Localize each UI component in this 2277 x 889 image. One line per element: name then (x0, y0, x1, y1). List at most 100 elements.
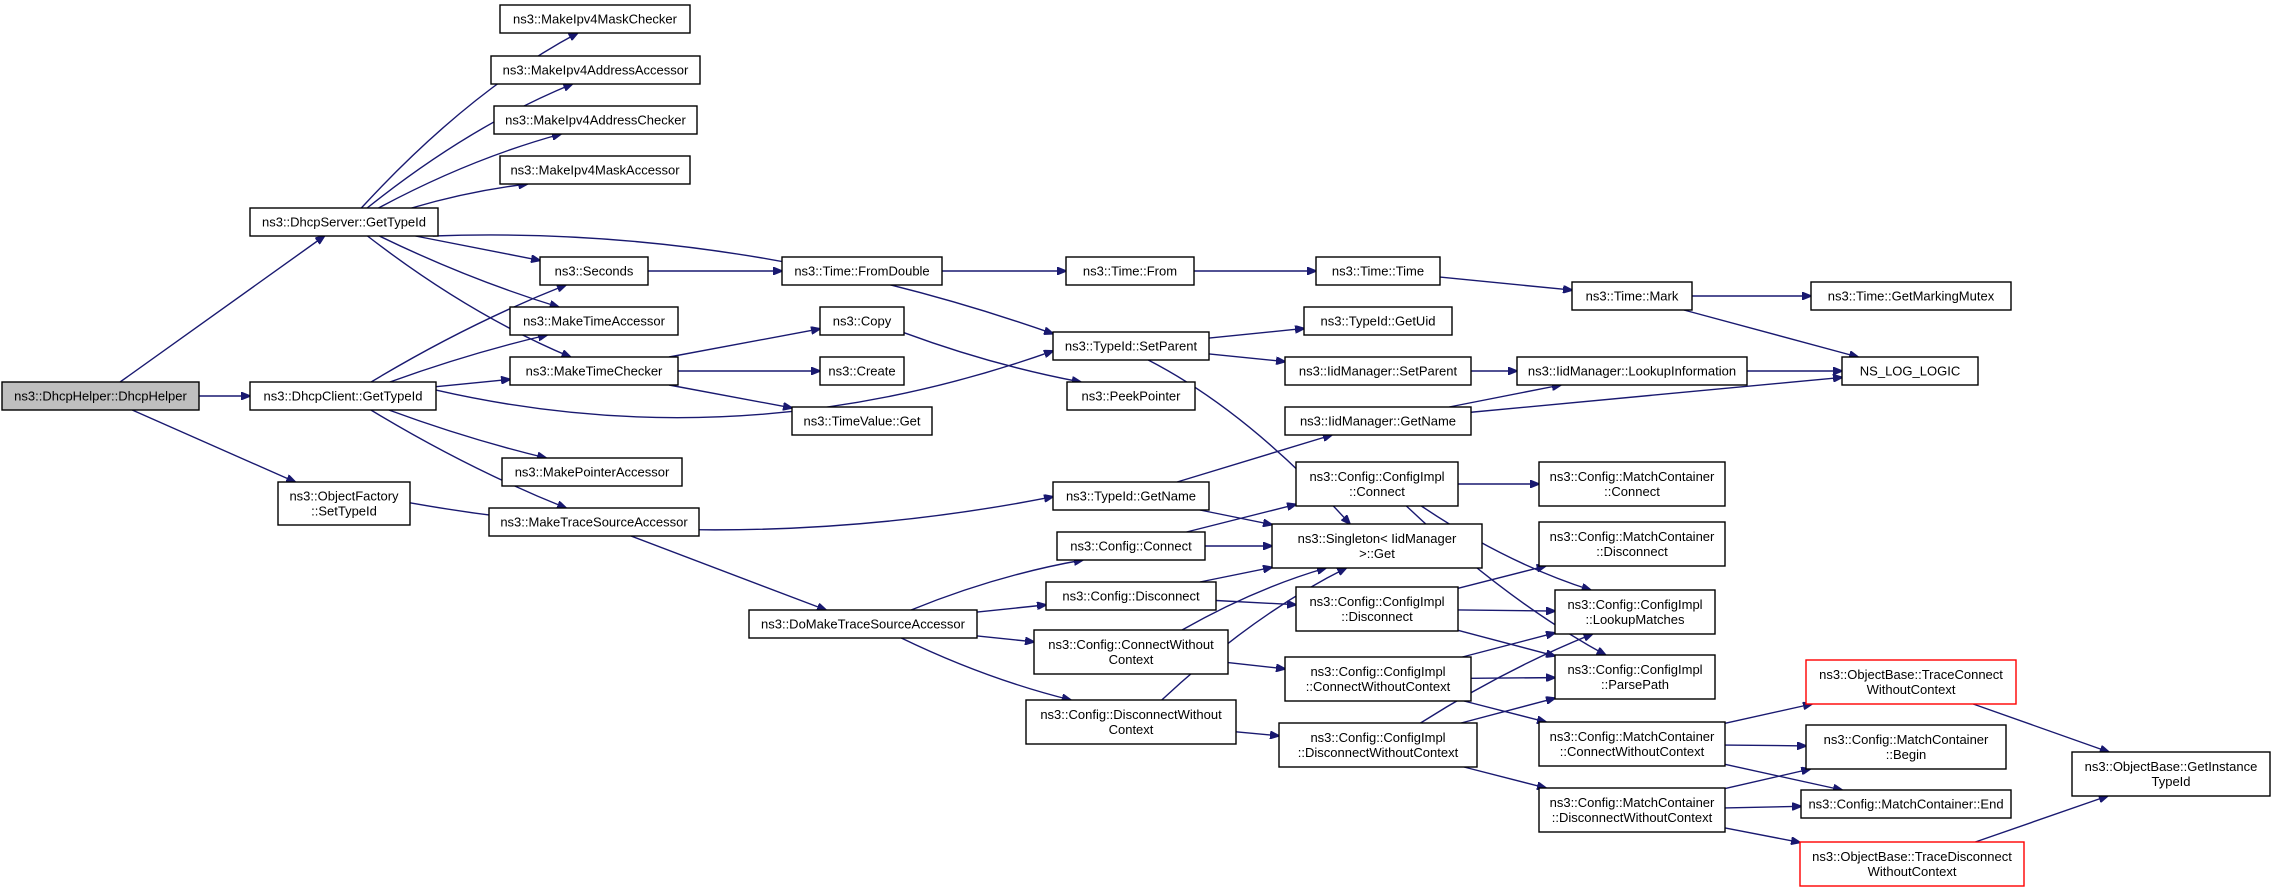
node-label: ns3::MakeIpv4AddressChecker (505, 113, 686, 128)
call-edge-path (432, 234, 1053, 334)
node-label: ns3::DhcpClient::GetTypeId (264, 389, 423, 404)
node-box (488, 507, 700, 537)
node-time_from[interactable]: ns3::Time::From (1065, 256, 1195, 286)
node-box (1516, 356, 1748, 386)
node-cfg_disconnect[interactable]: ns3::Config::Disconnect (1045, 581, 1217, 611)
node-domake_trace[interactable]: ns3::DoMakeTraceSourceAccessor (748, 609, 978, 639)
node-ci_lookupmatches[interactable]: ns3::Config::ConfigImpl::LookupMatches (1554, 589, 1716, 635)
node-dhcphelper[interactable]: ns3::DhcpHelper::DhcpHelper (1, 381, 200, 411)
node-label: ns3::ObjectBase::TraceDisconnect (1812, 849, 2012, 864)
node-seconds[interactable]: ns3::Seconds (539, 256, 649, 286)
node-mk_time_acc[interactable]: ns3::MakeTimeAccessor (509, 306, 679, 336)
node-ci_connect[interactable]: ns3::Config::ConfigImpl::Connect (1295, 461, 1459, 507)
call-edge-path (389, 335, 547, 383)
node-mk_time_chk[interactable]: ns3::MakeTimeChecker (509, 356, 679, 386)
node-create[interactable]: ns3::Create (819, 356, 905, 386)
node-box (1052, 481, 1210, 511)
node-label: ::Connect (1349, 484, 1405, 499)
node-mc_connect[interactable]: ns3::Config::MatchContainer::Connect (1538, 461, 1726, 507)
call-edge-path (1724, 827, 1800, 842)
node-srv_gettypeid[interactable]: ns3::DhcpServer::GetTypeId (249, 207, 439, 237)
node-peekpointer[interactable]: ns3::PeekPointer (1066, 381, 1196, 411)
node-singleton_get[interactable]: ns3::Singleton< IidManager>::Get (1271, 523, 1483, 569)
call-edge-cfg_disconnect_wc-to-singleton_get (1161, 568, 1347, 701)
node-box (499, 4, 691, 34)
node-iid_getname[interactable]: ns3::IidManager::GetName (1284, 406, 1472, 436)
call-edge-path (131, 409, 295, 482)
node-iid_setparent[interactable]: ns3::IidManager::SetParent (1284, 356, 1472, 386)
node-mc_disconnect_wc[interactable]: ns3::Config::MatchContainer::DisconnectW… (1538, 787, 1726, 833)
node-label: ::Disconnect (1341, 609, 1413, 624)
node-mc_begin[interactable]: ns3::Config::MatchContainer::Begin (1805, 724, 2007, 770)
node-label: ns3::Config::MatchContainer (1550, 469, 1715, 484)
call-edge-mc_disconnect_wc-to-mc_end (1724, 806, 1801, 808)
node-ci_parsepath[interactable]: ns3::Config::ConfigImpl::ParsePath (1554, 654, 1716, 700)
node-box (490, 55, 701, 85)
node-time_fromdouble[interactable]: ns3::Time::FromDouble (781, 256, 943, 286)
node-cli_gettypeid[interactable]: ns3::DhcpClient::GetTypeId (249, 381, 437, 411)
node-cfg_disconnect_wc[interactable]: ns3::Config::DisconnectWithoutContext (1025, 699, 1237, 745)
node-box (1810, 281, 2012, 311)
node-cfg_connect[interactable]: ns3::Config::Connect (1056, 531, 1206, 561)
node-label: ns3::Config::MatchContainer (1550, 729, 1715, 744)
call-edge-domake_trace-to-cfg_disconnect_wc (900, 637, 1071, 700)
call-edge-path (1470, 377, 1842, 413)
node-label: WithoutContext (1868, 864, 1957, 879)
node-ns_log_logic[interactable]: NS_LOG_LOGIC (1841, 356, 1979, 386)
node-objfactory[interactable]: ns3::ObjectFactory::SetTypeId (277, 481, 411, 526)
call-edge-path (378, 134, 561, 209)
node-box (1066, 381, 1196, 411)
node-label: ns3::Config::ConnectWithout (1048, 637, 1214, 652)
node-label: ns3::Singleton< IidManager (1298, 531, 1457, 546)
node-ci_disconnect_wc[interactable]: ns3::Config::ConfigImpl::DisconnectWitho… (1278, 722, 1478, 768)
call-edge-path (1470, 678, 1555, 679)
node-ob_traceconnect_wc[interactable]: ns3::ObjectBase::TraceConnectWithoutCont… (1805, 659, 2017, 705)
node-label: ns3::TypeId::GetName (1066, 489, 1196, 504)
call-edge-srv_gettypeid-to-mk_time_chk (367, 235, 570, 357)
call-edge-path (1235, 732, 1279, 736)
node-iid_lookupinfo[interactable]: ns3::IidManager::LookupInformation (1516, 356, 1748, 386)
node-mk_mask_acc[interactable]: ns3::MakeIpv4MaskAccessor (499, 155, 691, 185)
node-label: ns3::Copy (833, 314, 892, 329)
node-time_mark[interactable]: ns3::Time::Mark (1571, 281, 1693, 311)
node-box (509, 356, 679, 386)
call-edge-path (1420, 634, 1593, 724)
node-ob_tracedisconnect_wc[interactable]: ns3::ObjectBase::TraceDisconnectWithoutC… (1799, 841, 2025, 887)
node-box (1800, 789, 2012, 819)
call-edge-path (1199, 509, 1272, 525)
call-edge-srv_gettypeid-to-seconds (415, 235, 540, 260)
node-box (1056, 531, 1206, 561)
node-label: ::ConnectWithoutContext (1560, 744, 1705, 759)
node-typeid_getuid[interactable]: ns3::TypeId::GetUid (1303, 306, 1453, 336)
node-label: ns3::TypeId::GetUid (1321, 314, 1436, 329)
node-mc_end[interactable]: ns3::Config::MatchContainer::End (1800, 789, 2012, 819)
node-label: ns3::Config::ConfigImpl (1567, 597, 1702, 612)
node-typeid_getname[interactable]: ns3::TypeId::GetName (1052, 481, 1210, 511)
call-edge-path (1724, 763, 1842, 790)
node-time_getmarkingmutex[interactable]: ns3::Time::GetMarkingMutex (1810, 281, 2012, 311)
node-ci_connect_wc[interactable]: ns3::Config::ConfigImpl::ConnectWithoutC… (1284, 656, 1472, 702)
node-mc_disconnect[interactable]: ns3::Config::MatchContainer::Disconnect (1538, 521, 1726, 567)
node-mk_ptr_acc[interactable]: ns3::MakePointerAccessor (501, 457, 683, 487)
node-box (249, 381, 437, 411)
node-timevalue_get[interactable]: ns3::TimeValue::Get (791, 406, 933, 436)
node-mk_addr_acc[interactable]: ns3::MakeIpv4AddressAccessor (490, 55, 701, 85)
call-edge-cli_gettypeid-to-seconds (370, 285, 566, 383)
node-box (1799, 841, 2025, 887)
node-label: ns3::Config::MatchContainer (1824, 732, 1989, 747)
node-time_time[interactable]: ns3::Time::Time (1315, 256, 1441, 286)
node-copy[interactable]: ns3::Copy (819, 306, 905, 336)
node-mk_trace_acc[interactable]: ns3::MakeTraceSourceAccessor (488, 507, 700, 537)
node-label: ns3::Time::GetMarkingMutex (1828, 289, 1995, 304)
node-mk_mask_chk[interactable]: ns3::MakeIpv4MaskChecker (499, 4, 691, 34)
call-edge-iid_getname-to-ns_log_logic (1470, 377, 1842, 413)
call-edge-typeid_getname-to-iid_getname (1176, 435, 1332, 483)
node-ci_disconnect[interactable]: ns3::Config::ConfigImpl::Disconnect (1295, 586, 1459, 632)
node-cfg_connect_wc[interactable]: ns3::Config::ConnectWithoutContext (1033, 629, 1229, 675)
node-mc_connect_wc[interactable]: ns3::Config::MatchContainer::ConnectWith… (1538, 721, 1726, 767)
node-box (1278, 722, 1478, 768)
node-mk_addr_chk[interactable]: ns3::MakeIpv4AddressChecker (493, 105, 698, 135)
node-label: ::ConnectWithoutContext (1306, 679, 1451, 694)
node-typeid_setparent[interactable]: ns3::TypeId::SetParent (1052, 331, 1210, 361)
